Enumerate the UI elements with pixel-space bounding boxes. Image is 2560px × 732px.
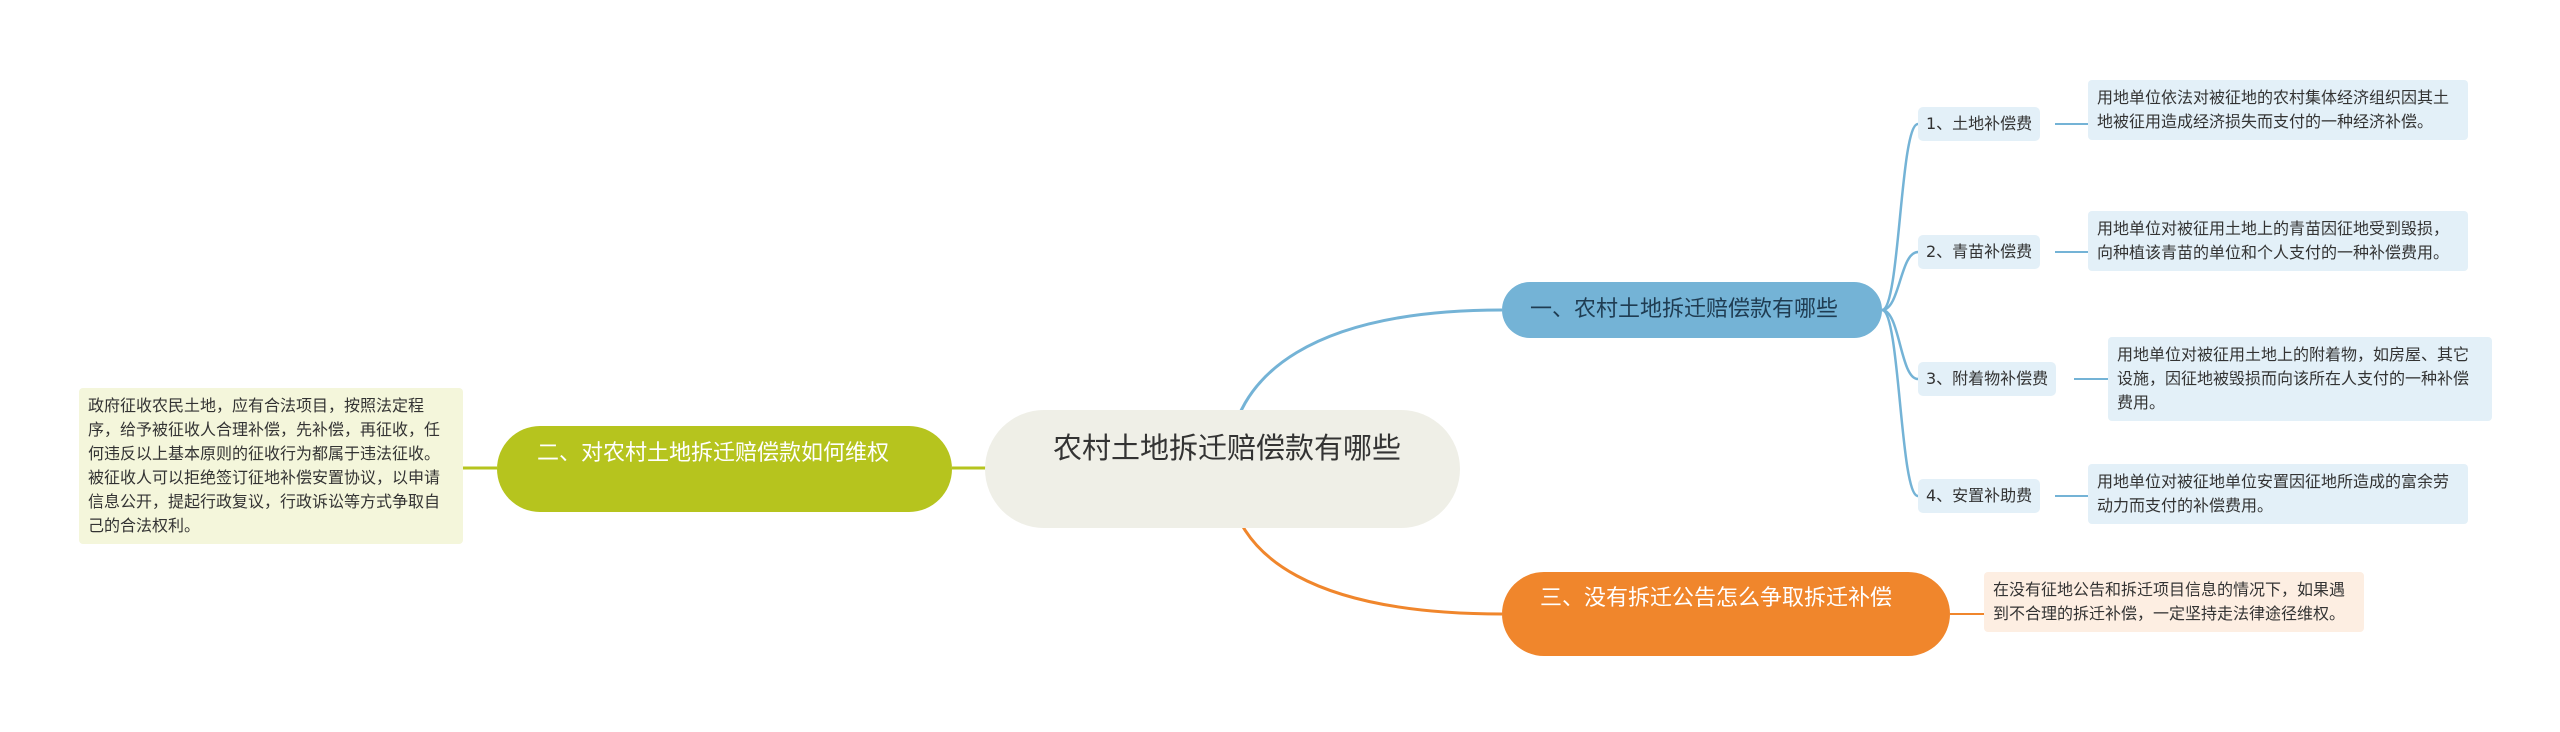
- subtopic-resettlement-subsidy[interactable]: 4、安置补助费: [1918, 479, 2041, 513]
- branch-1-topic[interactable]: 一、农村土地拆迁赔偿款有哪些: [1502, 282, 1882, 338]
- subtopic-land-compensation[interactable]: 1、土地补偿费: [1918, 107, 2041, 141]
- subtopic-attachment-compensation[interactable]: 3、附着物补偿费: [1918, 362, 2057, 396]
- branch-3-topic[interactable]: 三、没有拆迁公告怎么争取拆迁补偿: [1502, 572, 1950, 656]
- connector-branch1-sub2: [1881, 250, 1919, 312]
- connector-branch1-sub4: [1881, 308, 1919, 498]
- desc-rights-protection: 政府征收农民土地，应有合法项目，按照法定程序，给予被征收人合理补偿，先补偿，再征…: [79, 388, 463, 544]
- desc-crop-compensation: 用地单位对被征用土地上的青苗因征地受到毁损，向种植该青苗的单位和个人支付的一种补…: [2088, 211, 2468, 271]
- root-topic[interactable]: 农村土地拆迁赔偿款有哪些: [985, 410, 1460, 528]
- desc-attachment-compensation: 用地单位对被征用土地上的附着物，如房屋、其它设施，因征地被毁损而向该所在人支付的…: [2108, 337, 2492, 421]
- connector-branch1-sub3: [1881, 308, 1919, 381]
- branch-2-topic[interactable]: 二、对农村土地拆迁赔偿款如何维权: [497, 426, 952, 512]
- connector-branch1-sub1: [1881, 122, 1919, 312]
- subtopic-crop-compensation[interactable]: 2、青苗补偿费: [1918, 235, 2041, 269]
- desc-land-compensation: 用地单位依法对被征地的农村集体经济组织因其土地被征用造成经济损失而支付的一种经济…: [2088, 80, 2468, 140]
- desc-resettlement-subsidy: 用地单位对被征地单位安置因征地所造成的富余劳动力而支付的补偿费用。: [2088, 464, 2468, 524]
- desc-no-announcement: 在没有征地公告和拆迁项目信息的情况下，如果遇到不合理的拆迁补偿，一定坚持走法律途…: [1984, 572, 2364, 632]
